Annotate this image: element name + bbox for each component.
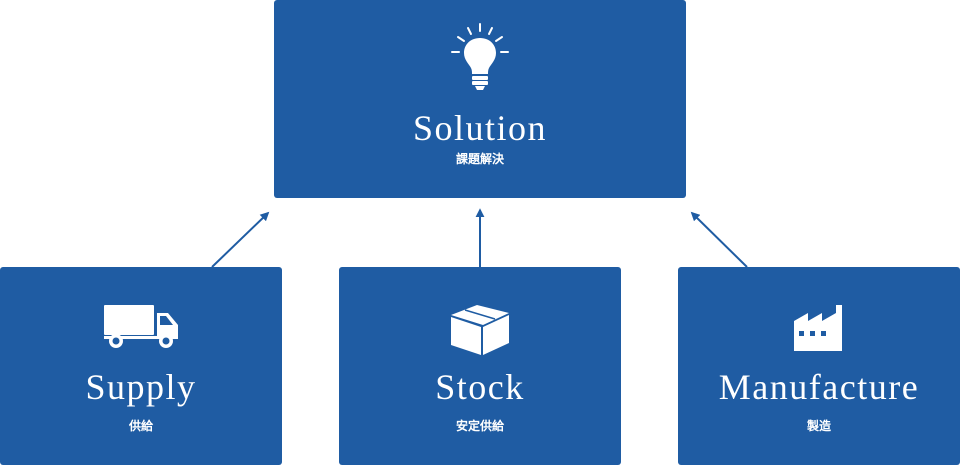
- factory-icon: [678, 303, 960, 353]
- solution-title: Solution: [412, 108, 548, 148]
- supply-subtitle: 供給: [128, 419, 153, 433]
- stock-subtitle: 安定供給: [455, 419, 504, 433]
- manufacture-title: Manufacture: [718, 367, 920, 407]
- manufacture-subtitle: 製造: [806, 419, 831, 433]
- solution-subtitle: 課題解決: [455, 152, 504, 166]
- solution-box: Solution 課題解決: [274, 0, 686, 198]
- arrow-supply-to-solution: [211, 211, 270, 268]
- arrow-manufacture-to-solution: [690, 211, 748, 268]
- lightbulb-icon: [274, 22, 686, 96]
- supply-title: Supply: [85, 367, 197, 407]
- box-icon: [339, 303, 621, 357]
- truck-icon: [0, 303, 282, 349]
- manufacture-box: Manufacture 製造: [678, 267, 960, 465]
- stock-box: Stock 安定供給: [339, 267, 621, 465]
- stock-title: Stock: [435, 367, 525, 407]
- supply-box: Supply 供給: [0, 267, 282, 465]
